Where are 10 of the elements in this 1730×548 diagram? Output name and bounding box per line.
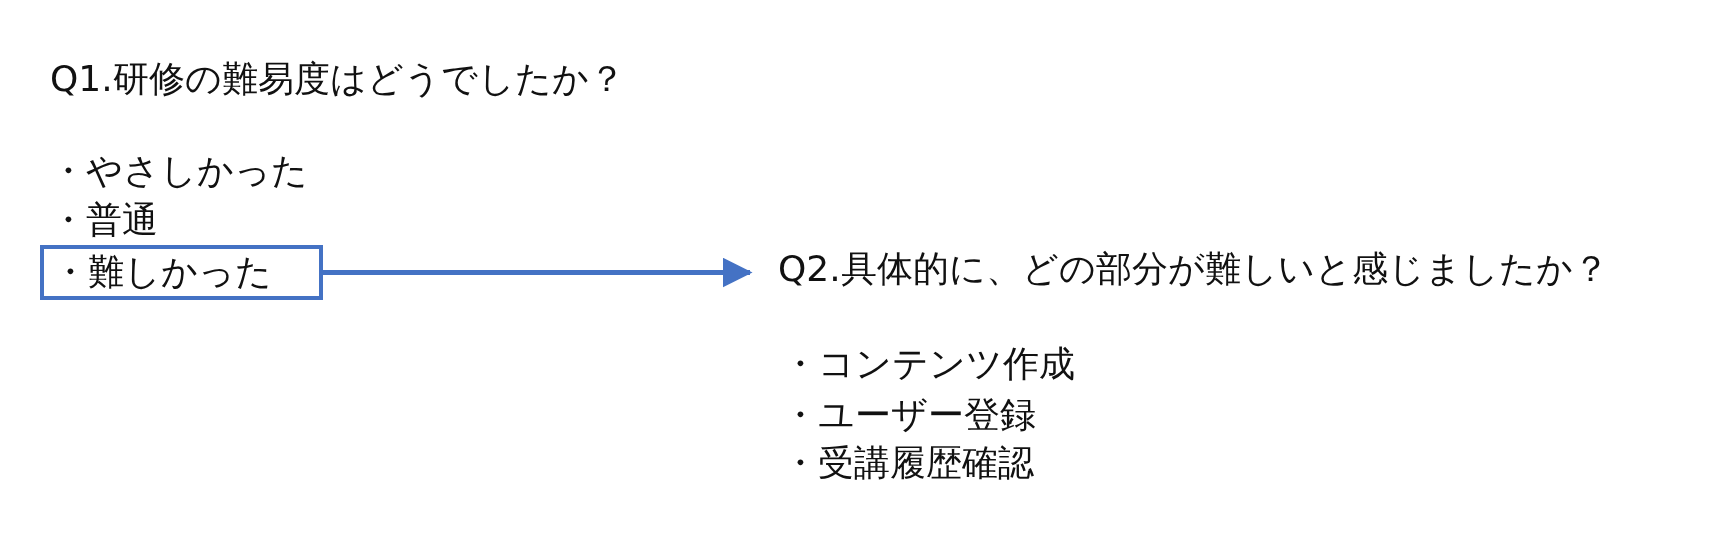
option-text: ・やさしかった (50, 149, 308, 193)
option-text: ・受講履歴確認 (782, 441, 1034, 485)
question-text: Q2.具体的に、どの部分が難しいと感じましたか？ (778, 247, 1609, 291)
question-text: Q1.研修の難易度はどうでしたか？ (50, 57, 625, 101)
option-text: ・ユーザー登録 (782, 393, 1036, 437)
option-text: ・コンテンツ作成 (782, 342, 1075, 386)
answer-text: ・難しかった (52, 250, 272, 294)
option-text: ・普通 (50, 198, 158, 242)
highlight-box (40, 245, 323, 300)
arrow (323, 257, 753, 288)
